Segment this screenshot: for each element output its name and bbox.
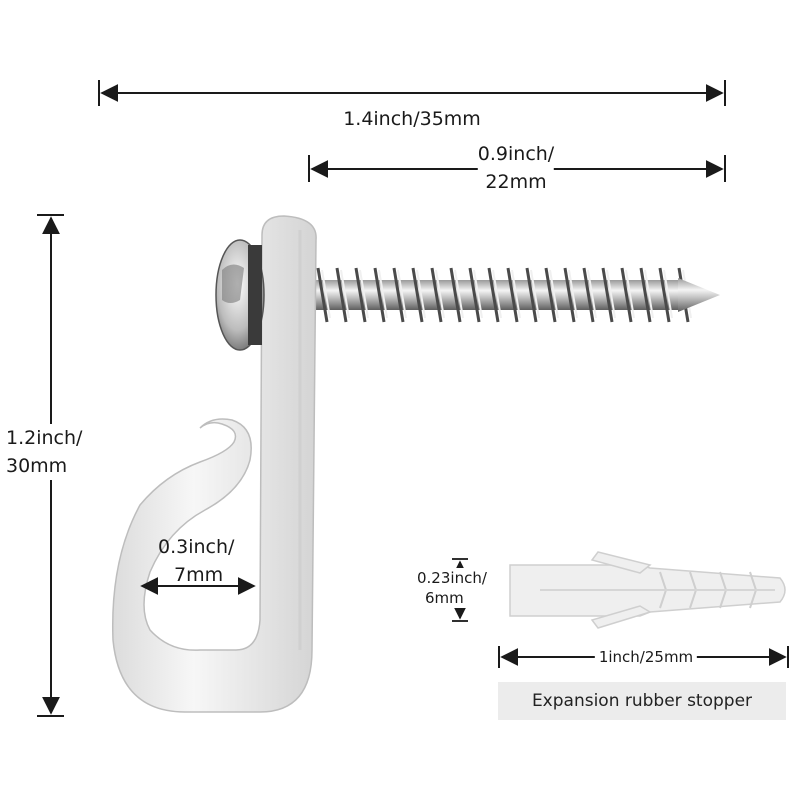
screw-thread-highlight [663, 269, 673, 319]
screw-thread [392, 267, 405, 323]
screw-tip [678, 278, 720, 312]
screw-thread [468, 267, 481, 323]
screw-thread-highlight [435, 269, 445, 319]
screw-thread-highlight [644, 269, 654, 319]
expansion-anchor [509, 551, 786, 629]
height-label: 1.2inch/ 30mm [6, 424, 83, 480]
screw-thread [449, 267, 462, 323]
screw-thread [639, 267, 652, 323]
anchor-ribs [540, 571, 775, 609]
hook [111, 215, 317, 713]
hook-body [111, 215, 317, 713]
screw-thread [658, 267, 671, 323]
screw-thread-highlight [473, 269, 483, 319]
screw-thread [354, 267, 367, 323]
anchor-length-label: 1inch/25mm [594, 647, 698, 667]
screw-thread-highlight [606, 269, 616, 319]
screw-thread-highlight [397, 269, 407, 319]
anchor-caption-text: Expansion rubber stopper [531, 691, 753, 711]
screw-thread-highlight [359, 269, 369, 319]
screw-thread [525, 267, 538, 323]
opening-label: 0.3inch/ 7mm [158, 536, 235, 586]
anchor-caption: Expansion rubber stopper [498, 682, 786, 720]
screw-thread-highlight [321, 269, 331, 319]
screw [310, 267, 720, 323]
screw-thread [487, 267, 500, 323]
anchor-fin-top [590, 551, 652, 574]
screw-thread [335, 267, 348, 323]
screw-thread [620, 267, 633, 323]
screw-thread [544, 267, 557, 323]
anchor-diameter-label: 0.23inch/ 6mm [417, 568, 487, 608]
screw-head [215, 239, 265, 351]
screw-thread-highlight [587, 269, 597, 319]
total-length-label: 1.4inch/35mm [343, 106, 481, 132]
screw-thread-highlight [549, 269, 559, 319]
total-length-dimension [98, 80, 726, 106]
screw-thread-highlight [530, 269, 540, 319]
screw-thread-highlight [492, 269, 502, 319]
screw-thread [506, 267, 519, 323]
screw-thread-highlight [625, 269, 635, 319]
screw-thread-highlight [511, 269, 521, 319]
screw-thread-highlight [340, 269, 350, 319]
screw-thread [373, 267, 386, 323]
screw-thread [316, 267, 329, 323]
anchor-fin-bottom [590, 605, 652, 629]
screw-thread [563, 267, 576, 323]
screw-thread-highlight [454, 269, 464, 319]
screw-thread [582, 267, 595, 323]
screw-thread-highlight [416, 269, 426, 319]
screw-thread [411, 267, 424, 323]
screw-length-label: 0.9inch/ 22mm [477, 140, 555, 196]
screw-thread [601, 267, 614, 323]
screw-thread-highlight [378, 269, 388, 319]
screw-thread [430, 267, 443, 323]
screw-thread-highlight [568, 269, 578, 319]
